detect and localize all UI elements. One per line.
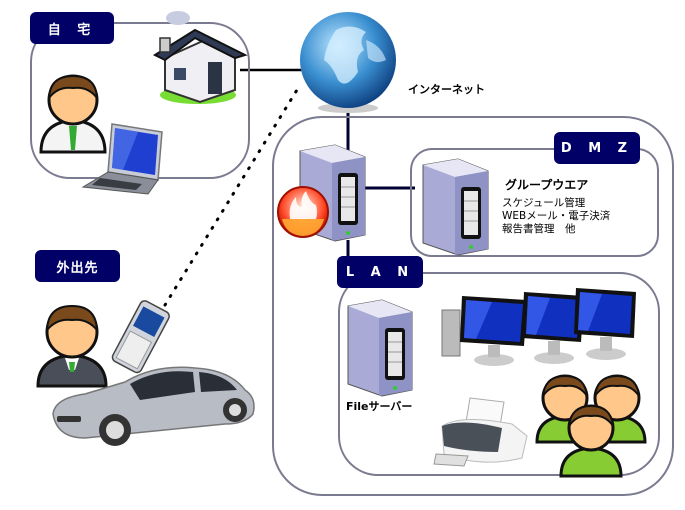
user-icon [559, 404, 623, 478]
monitor [574, 288, 636, 360]
globe-icon [300, 12, 396, 113]
monitor [460, 296, 527, 366]
user-icon [36, 304, 108, 388]
server-icon [347, 299, 413, 397]
desktop-pc-icon [441, 288, 636, 366]
groupware-feature: WEBメール・電子決済 [502, 210, 611, 222]
house-icon [152, 11, 248, 104]
file-server-label: Fileサーバー [346, 400, 413, 413]
user-icon [39, 74, 107, 154]
monitor [522, 292, 584, 364]
wireless-link [163, 83, 302, 307]
zone-outside-label: 外出先 [35, 250, 120, 282]
zone-dmz [410, 148, 659, 257]
zone-internal-network [272, 116, 674, 496]
zone-lan-label: L A N [337, 256, 423, 288]
zone-dmz-label: D M Z [554, 132, 640, 164]
zone-home-label: 自 宅 [30, 12, 114, 44]
firewall-icon [277, 186, 329, 238]
internet-label: インターネット [408, 83, 485, 96]
server-icon [422, 158, 489, 256]
car-icon [52, 366, 255, 446]
laptop-icon [81, 123, 163, 195]
user-group-icon [535, 374, 647, 478]
groupware-feature: 報告書管理 他 [502, 223, 576, 235]
printer-icon [433, 397, 528, 467]
mobile-phone-icon [111, 300, 170, 374]
groupware-feature: スケジュール管理 [502, 197, 586, 209]
zone-lan [338, 272, 660, 476]
groupware-title: グループウエア [505, 178, 589, 192]
